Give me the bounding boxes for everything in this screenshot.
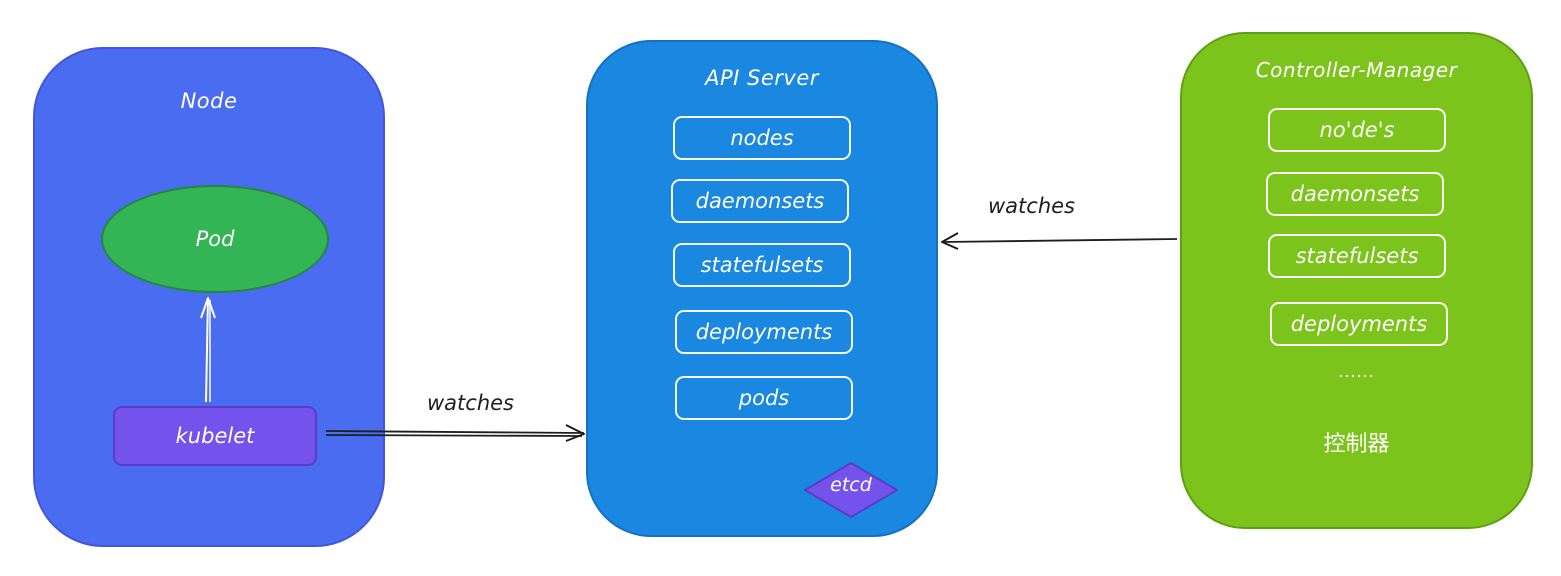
api-resource-nodes: nodes <box>673 116 851 160</box>
node-panel: Node Pod kubelet <box>33 47 385 547</box>
etcd-label: etcd <box>830 474 872 496</box>
api-server-panel: API Server nodes daemonsets statefulsets… <box>586 40 938 537</box>
api-resource-statefulsets: statefulsets <box>673 243 851 287</box>
api-resource-pods: pods <box>675 376 853 420</box>
cm-ellipsis: ...... <box>1338 362 1375 381</box>
controller-manager-title: Controller-Manager <box>1255 58 1458 82</box>
api-resource-daemonsets: daemonsets <box>671 179 849 223</box>
cm-resource-statefulsets: statefulsets <box>1268 234 1446 278</box>
api-resource-deployments: deployments <box>675 310 853 354</box>
cm-controller-label: 控制器 <box>1323 432 1390 457</box>
controller-manager-panel: Controller-Manager no'de's daemonsets st… <box>1180 32 1533 529</box>
kubelet-watches-label: watches <box>427 391 514 415</box>
cm-to-api-arrow <box>941 232 1178 250</box>
kubelet-box: kubelet <box>113 406 317 466</box>
cm-resource-deployments: deployments <box>1270 302 1448 346</box>
cm-resource-nodes: no'de's <box>1268 108 1446 152</box>
cm-resource-daemonsets: daemonsets <box>1266 172 1444 216</box>
pod-shape: Pod <box>101 185 329 293</box>
node-title: Node <box>180 89 238 113</box>
api-server-title: API Server <box>705 66 819 90</box>
cm-watches-label: watches <box>988 194 1075 218</box>
